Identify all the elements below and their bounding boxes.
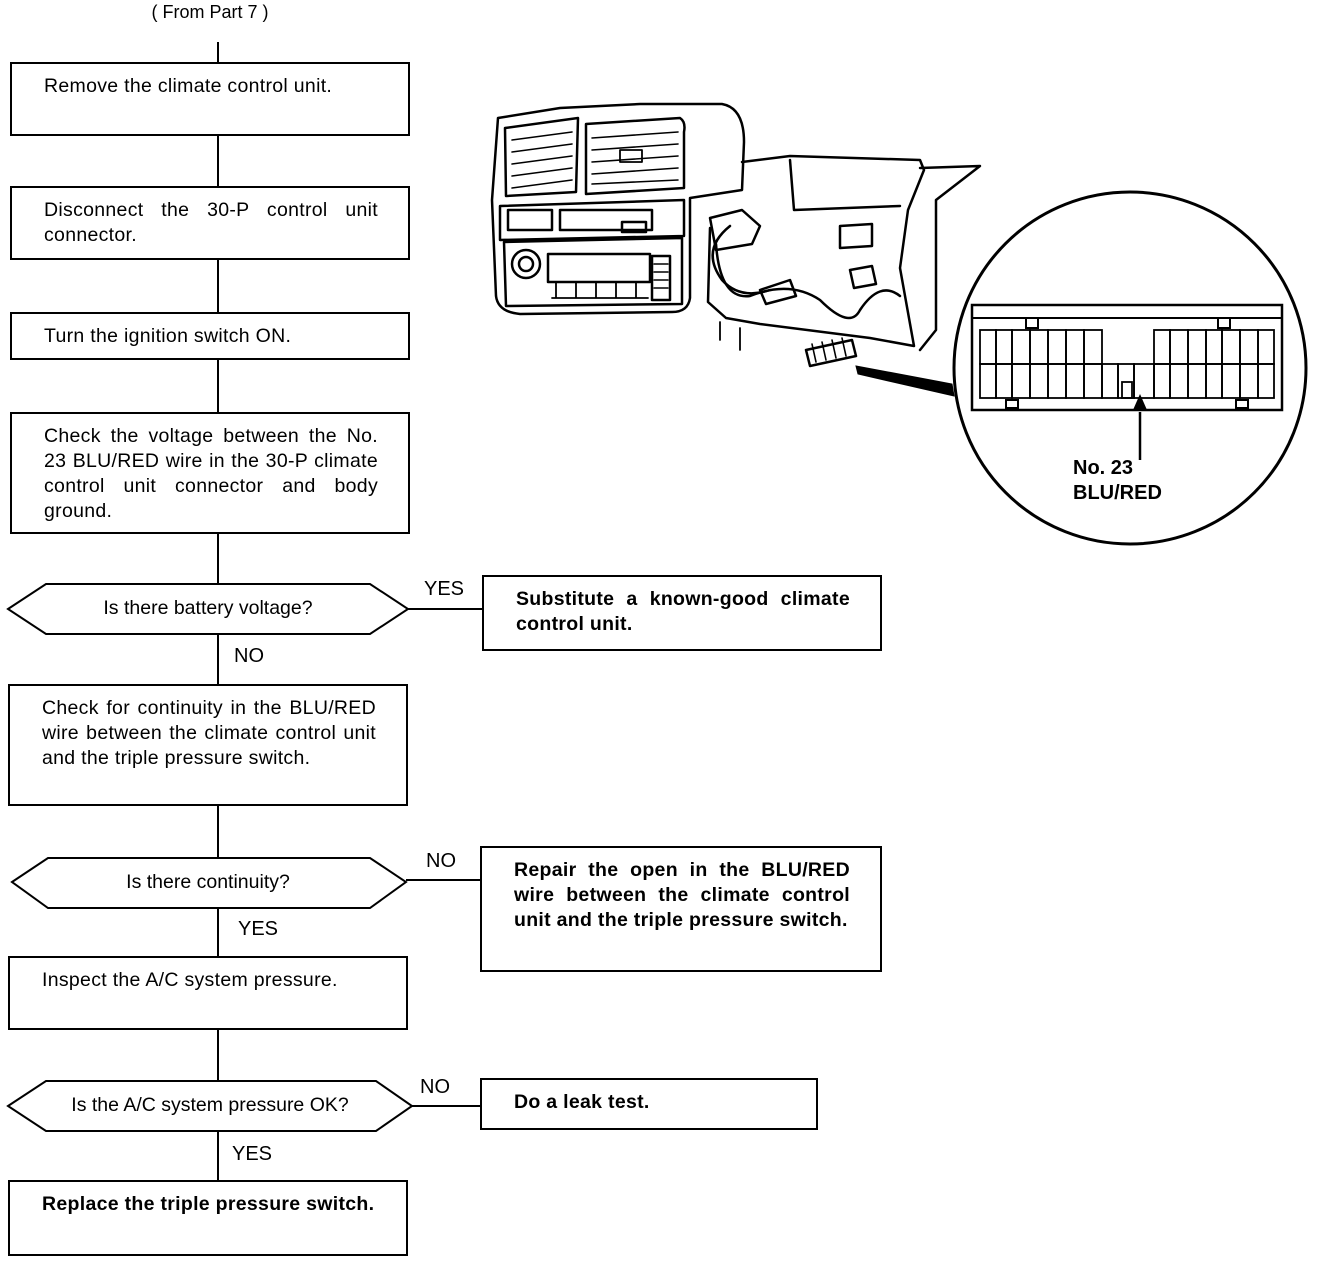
from-part-label: ( From Part 7 ) [151, 2, 269, 22]
answer-d3-yes: YES [232, 1143, 273, 1165]
step-inspect-pressure: Inspect the A/C system pressure. [8, 956, 408, 1030]
step-check-voltage: Check the voltage between the No. 23 BLU… [10, 412, 410, 534]
connector-pin-cell [1029, 329, 1049, 365]
vent-knob [619, 149, 643, 163]
connector-pin-cell [1083, 329, 1103, 365]
connector-pin-cell [1239, 363, 1259, 399]
step-disconnect-connector-text: Disconnect the 30-P control unit connect… [44, 199, 378, 246]
result-repair-wire-text: Repair the open in the BLU/RED wire betw… [514, 859, 850, 931]
connector-face [970, 303, 1284, 412]
decision-shape-continuity [10, 857, 408, 909]
connector-pin-cell [995, 329, 1013, 365]
center-air-vent [584, 116, 686, 196]
connector-body [804, 338, 858, 368]
connector-magnified-view [952, 190, 1308, 546]
step-replace-switch-text: Replace the triple pressure switch. [42, 1193, 375, 1215]
connector-pin-cell [1153, 363, 1171, 399]
connector-pin-cell [1205, 329, 1223, 365]
connector-pin-cell [995, 363, 1013, 399]
connector-pin-cell [1011, 329, 1031, 365]
connector-pin-cell [1221, 363, 1241, 399]
result-substitute-unit: Substitute a known-good climate control … [482, 575, 882, 651]
connector-pin-cell [1047, 329, 1067, 365]
connector-pin-cell [1011, 363, 1031, 399]
pin-23-terminal [1121, 381, 1133, 399]
display-panel [546, 252, 652, 284]
decision-shape-battery [6, 583, 410, 635]
magnify-leader [855, 365, 955, 397]
answer-d3-no: NO [420, 1076, 450, 1098]
connector-pin-cell [1205, 363, 1223, 399]
connector-pin-cell [1257, 329, 1275, 365]
pin-callout-wire-color: BLU/RED [1073, 482, 1162, 504]
result-leak-test-text: Do a leak test. [514, 1091, 650, 1113]
step-check-voltage-text: Check the voltage between the No. 23 BLU… [44, 425, 378, 522]
connector-pin-cell [1239, 329, 1259, 365]
step-remove-unit-text: Remove the climate control unit. [44, 75, 333, 97]
step-ignition-on-text: Turn the ignition switch ON. [44, 325, 292, 347]
connector-pin-cell [1153, 329, 1171, 365]
dash-body [706, 154, 926, 348]
connector-pin-cell [1065, 329, 1085, 365]
control-panel [502, 236, 684, 308]
connector-pin-cell [1221, 329, 1241, 365]
step-remove-unit: Remove the climate control unit. [10, 62, 410, 136]
harness-wire [714, 242, 902, 320]
decision-battery-voltage: Is there battery voltage? [103, 597, 313, 619]
step-disconnect-connector: Disconnect the 30-P control unit connect… [10, 186, 410, 260]
step-ignition-on: Turn the ignition switch ON. [10, 312, 410, 360]
step-inspect-pressure-text: Inspect the A/C system pressure. [42, 969, 338, 991]
connector-pin-cell [1257, 363, 1275, 399]
connector-pin-cell [1187, 329, 1207, 365]
connector-pin-cell [1169, 363, 1189, 399]
result-repair-wire: Repair the open in the BLU/RED wire betw… [480, 846, 882, 972]
answer-d1-yes: YES [424, 578, 465, 600]
connector-pin-cell [1169, 329, 1189, 365]
connector-pin-cell [1065, 363, 1085, 399]
connector-pin-cell [1029, 363, 1049, 399]
center-console-bezel [490, 102, 746, 316]
connector-pin-cell [1187, 363, 1207, 399]
step-replace-switch: Replace the triple pressure switch. [8, 1180, 408, 1256]
result-leak-test: Do a leak test. [480, 1078, 818, 1130]
answer-d2-no: NO [426, 850, 456, 872]
dashboard-illustration [490, 102, 982, 368]
decision-continuity: Is there continuity? [126, 871, 290, 893]
pin-callout-number: No. 23 [1073, 457, 1134, 479]
decision-pressure-ok: Is the A/C system pressure OK? [71, 1094, 349, 1116]
connector-pin-cell [979, 363, 997, 399]
step-check-continuity-text: Check for continuity in the BLU/RED wire… [42, 697, 376, 769]
connector-pin-cell [1047, 363, 1067, 399]
connector-pin-cell [1083, 363, 1103, 399]
callout-arrowhead [1133, 394, 1147, 410]
magnifier-circle [952, 190, 1308, 546]
control-knob [510, 248, 542, 280]
result-substitute-unit-text: Substitute a known-good climate control … [516, 588, 850, 635]
step-check-continuity: Check for continuity in the BLU/RED wire… [8, 684, 408, 806]
answer-d2-yes: YES [238, 918, 279, 940]
left-air-vent [503, 116, 580, 198]
audio-unit [498, 198, 686, 242]
answer-d1-no: NO [234, 645, 264, 667]
connector-pin-cell [1133, 363, 1155, 399]
connector-pin-cell [979, 329, 997, 365]
decision-shape-pressure [6, 1080, 414, 1132]
connector-pin-cell [1101, 363, 1119, 399]
